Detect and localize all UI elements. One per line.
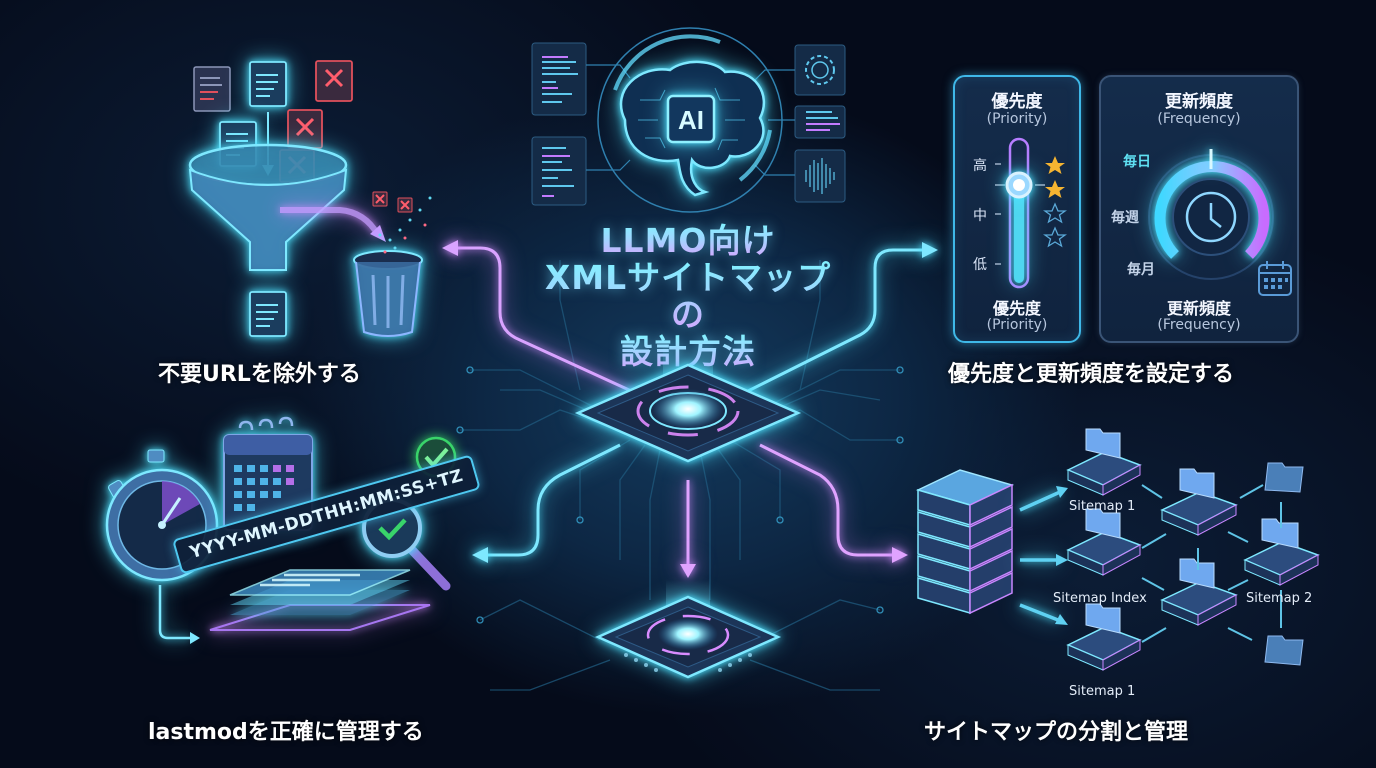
- title-line-2: XMLサイトマップの: [540, 259, 836, 333]
- sitemap-node-right: [1243, 518, 1320, 586]
- center-chip-icon: [574, 345, 802, 463]
- priority-slider[interactable]: [955, 77, 1083, 345]
- caption-exclude-urls: 不要URLを除外する: [158, 362, 361, 387]
- folder-icon: [1261, 518, 1299, 549]
- folder-icon: [1179, 468, 1215, 499]
- list-panel-icon: [794, 105, 846, 139]
- document-stack-icon: [209, 569, 431, 631]
- frequency-dial[interactable]: [1101, 77, 1301, 345]
- frequency-level-daily: 毎日: [1123, 154, 1151, 170]
- rejected-document-icon: [315, 60, 353, 102]
- frequency-footer-subtitle: (Frequency): [1157, 317, 1241, 333]
- calendar-icon: [1258, 261, 1292, 296]
- server-stack-icon: [915, 469, 1015, 615]
- exclude-urls-illustration: [188, 60, 432, 337]
- folder-icon: [1085, 603, 1121, 634]
- frequency-title: 更新頻度: [1165, 92, 1233, 112]
- priority-level-high: 高: [973, 158, 987, 174]
- frequency-subtitle: (Frequency): [1157, 111, 1241, 127]
- frequency-level-monthly: 毎月: [1127, 262, 1155, 278]
- frequency-card: 更新頻度 (Frequency) 毎日 毎週 毎月 更新頻度 (Frequenc…: [1099, 75, 1299, 343]
- sitemap-node-mid-upper: [1160, 468, 1238, 536]
- document-icon: [249, 61, 287, 107]
- node-label-sitemap-1-bottom: Sitemap 1: [1069, 684, 1136, 699]
- document-icon: [249, 291, 287, 337]
- caption-priority-frequency: 優先度と更新頻度を設定する: [948, 362, 1235, 387]
- priority-title: 優先度: [991, 92, 1043, 112]
- sitemap-node-mid-lower: [1160, 558, 1238, 626]
- gear-ai-icon: [794, 44, 846, 96]
- frequency-level-weekly: 毎週: [1111, 210, 1139, 226]
- rejected-document-icon: [287, 109, 323, 149]
- code-panel-icon: [531, 42, 587, 116]
- document-icon: [193, 66, 231, 112]
- title-line-1: LLMO向け: [540, 222, 836, 259]
- folder-icon: [1264, 462, 1304, 493]
- frequency-footer-title: 更新頻度: [1166, 299, 1231, 318]
- priority-card: 優先度 (Priority) 高 中 低 優先度 (Priority): [953, 75, 1081, 343]
- sitemap-node-bottom: [1066, 603, 1142, 671]
- folder-icon: [1085, 428, 1121, 459]
- node-label-sitemap-1-top: Sitemap 1: [1069, 499, 1136, 514]
- clock-icon: [1185, 191, 1237, 243]
- trash-can-icon: [353, 250, 423, 337]
- priority-level-medium: 中: [973, 208, 987, 224]
- funnel-icon: [188, 143, 348, 271]
- priority-footer-title: 優先度: [992, 299, 1041, 318]
- ai-badge: AI: [678, 105, 704, 135]
- caption-lastmod: lastmodを正確に管理する: [148, 720, 424, 745]
- priority-footer-subtitle: (Priority): [986, 317, 1048, 333]
- node-label-sitemap-index: Sitemap Index: [1053, 591, 1147, 606]
- star-icon: [1043, 156, 1067, 248]
- ai-brain-panel: AI: [531, 27, 846, 213]
- lower-chip-icon: [594, 580, 782, 679]
- page-title: LLMO向け XMLサイトマップの 設計方法: [540, 222, 836, 370]
- caption-sitemap-split: サイトマップの分割と管理: [924, 720, 1189, 745]
- folder-icon: [1264, 635, 1304, 666]
- ai-chip-icon: [666, 94, 716, 144]
- node-label-sitemap-2: Sitemap 2: [1246, 591, 1313, 606]
- priority-subtitle: (Priority): [986, 111, 1048, 127]
- waveform-panel-icon: [794, 149, 846, 203]
- code-panel-icon: [531, 136, 587, 206]
- sitemap-node-top: [1066, 428, 1142, 496]
- sitemap-node-index: [1066, 508, 1142, 576]
- sitemap-split-illustration: [915, 428, 1320, 671]
- priority-level-low: 低: [973, 257, 987, 273]
- folder-icon: [1085, 508, 1121, 539]
